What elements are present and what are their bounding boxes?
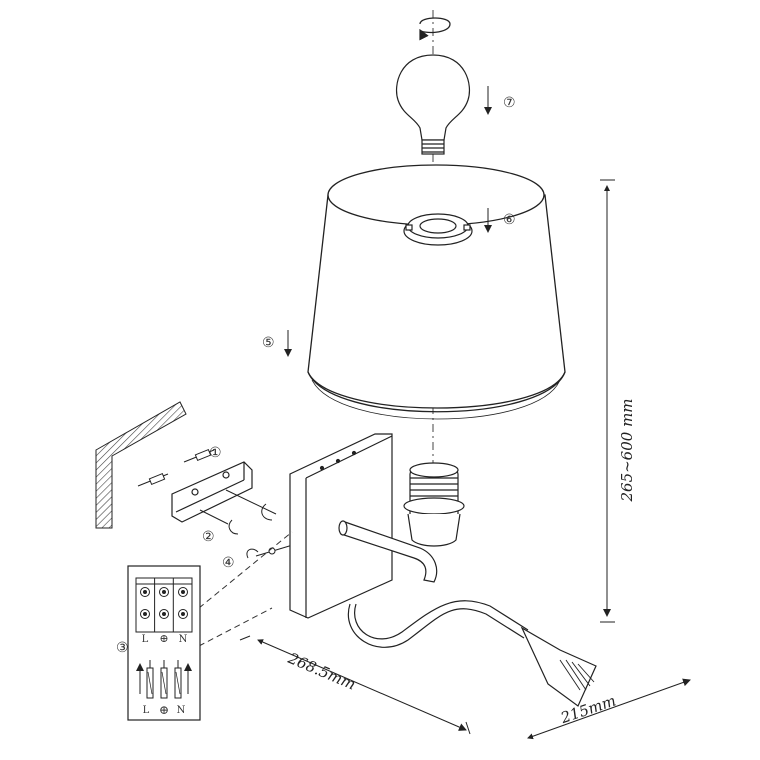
lampshade xyxy=(307,164,566,420)
wall-plug-screws xyxy=(137,448,277,535)
terminal-block-detail: L ⊕ N L ⊕ N xyxy=(127,565,201,721)
lamp-arm xyxy=(338,520,438,583)
step-7-label: ⑦ xyxy=(503,95,516,111)
terminal-top-label-earth: ⊕ xyxy=(159,632,168,645)
step-2-label: ② xyxy=(202,529,215,545)
terminal-top-label-n: N xyxy=(179,634,188,645)
width-dimension-label: 268.5mm xyxy=(285,649,359,694)
shade-fitter-ring xyxy=(403,213,473,246)
terminal-bottom-label-n: N xyxy=(177,705,186,716)
reading-light-head xyxy=(520,626,597,707)
light-bulb xyxy=(395,54,471,155)
step-1-label: ① xyxy=(209,445,222,461)
supply-wires xyxy=(136,660,192,699)
terminal-bottom-label-earth: ⊕ xyxy=(159,703,169,717)
step-4-label: ④ xyxy=(222,555,235,571)
terminal-screws xyxy=(140,587,188,619)
step-5-label: ⑤ xyxy=(262,335,275,351)
mounting-bracket xyxy=(171,461,253,523)
wall xyxy=(95,401,187,529)
terminal-bottom-label-l: L xyxy=(143,705,150,716)
step-3-label: ③ xyxy=(116,640,129,656)
terminal-top-label-l: L xyxy=(142,634,149,645)
width-dimension xyxy=(239,635,471,735)
callout-lines xyxy=(198,531,293,647)
fixing-screws xyxy=(246,543,297,559)
height-dimension xyxy=(600,179,615,623)
depth-dimension xyxy=(527,678,691,740)
step-6-label: ⑥ xyxy=(503,212,516,228)
flexible-reading-arm xyxy=(347,600,529,648)
lamp-holder xyxy=(403,462,465,547)
height-dimension-label: 265~600 mm xyxy=(618,398,636,502)
